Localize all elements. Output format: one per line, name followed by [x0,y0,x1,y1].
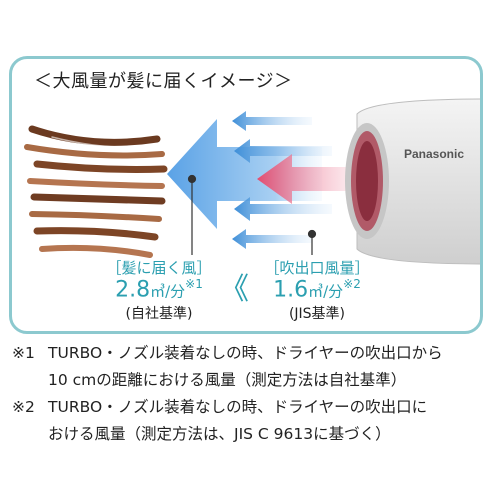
brand-logo: Panasonic [404,147,464,161]
outlet-airflow-value: 1.6 [273,277,309,303]
footnote-text: TURBO・ノズル装着なしの時、ドライヤーの吹出口から [48,344,443,362]
outlet-airflow-note-ref: ※2 [343,277,361,291]
hair-airflow-basis: (自社基準) [125,305,193,322]
pointer-lines [187,174,317,255]
hair-airflow-heading: ［髪に届く風］ [106,259,212,277]
airflow-arrow-icon [234,139,332,163]
footnote-mark: ※1 [12,344,35,362]
hair-airflow-value: 2.8 [115,277,151,303]
footnote-1-continued: ※ 10 cmの距離における風量（測定方法は自社基準） [12,367,492,394]
airflow-streams [232,111,332,249]
footnote-2: ※2 TURBO・ノズル装着なしの時、ドライヤーの吹出口に [12,394,492,421]
airflow-arrow-icon [234,197,332,221]
footnote-text: TURBO・ノズル装着なしの時、ドライヤーの吹出口に [48,398,428,416]
outlet-airflow-label: ［吹出口風量］ 1.6㎥/分※2 (JIS基準) [252,257,382,323]
airflow-panel: Panasonic ＜大風量が髪に届くイメージ＞ ［髪に届く風］ 2.8㎥/分※… [9,56,483,334]
footnote-text: おける風量（測定方法は、JIS C 9613に基づく） [48,425,391,443]
hair-airflow-value-line: 2.8㎥/分※1 [94,277,224,303]
outlet-airflow-arrow-icon [257,154,357,204]
footnote-2-continued: ※ おける風量（測定方法は、JIS C 9613に基づく） [12,421,492,448]
outlet-airflow-value-line: 1.6㎥/分※2 [252,277,382,303]
hair-dryer-graphic: Panasonic [345,98,480,265]
outlet-airflow-unit: ㎥/分 [308,282,344,301]
airflow-arrow-icon [232,111,312,131]
footnote-mark: ※2 [12,398,35,416]
hair-graphic [24,125,168,258]
comparison-chevron-icon: 《 [219,272,249,307]
large-airflow-arrow-icon [167,119,322,229]
outlet-airflow-basis: (JIS基準) [288,305,346,322]
hair-airflow-label: ［髪に届く風］ 2.8㎥/分※1 (自社基準) [94,257,224,323]
hair-airflow-unit: ㎥/分 [150,282,186,301]
airflow-illustration: Panasonic [24,98,480,265]
footnotes: ※1 TURBO・ノズル装着なしの時、ドライヤーの吹出口から ※ 10 cmの距… [12,340,492,448]
outlet-airflow-heading: ［吹出口風量］ [264,259,370,277]
airflow-arrow-icon [232,229,312,249]
panel-title: ＜大風量が髪に届くイメージ＞ [34,71,293,92]
hair-airflow-note-ref: ※1 [185,277,203,291]
footnote-text: 10 cmの距離における風量（測定方法は自社基準） [48,371,407,389]
footnote-1: ※1 TURBO・ノズル装着なしの時、ドライヤーの吹出口から [12,340,492,367]
